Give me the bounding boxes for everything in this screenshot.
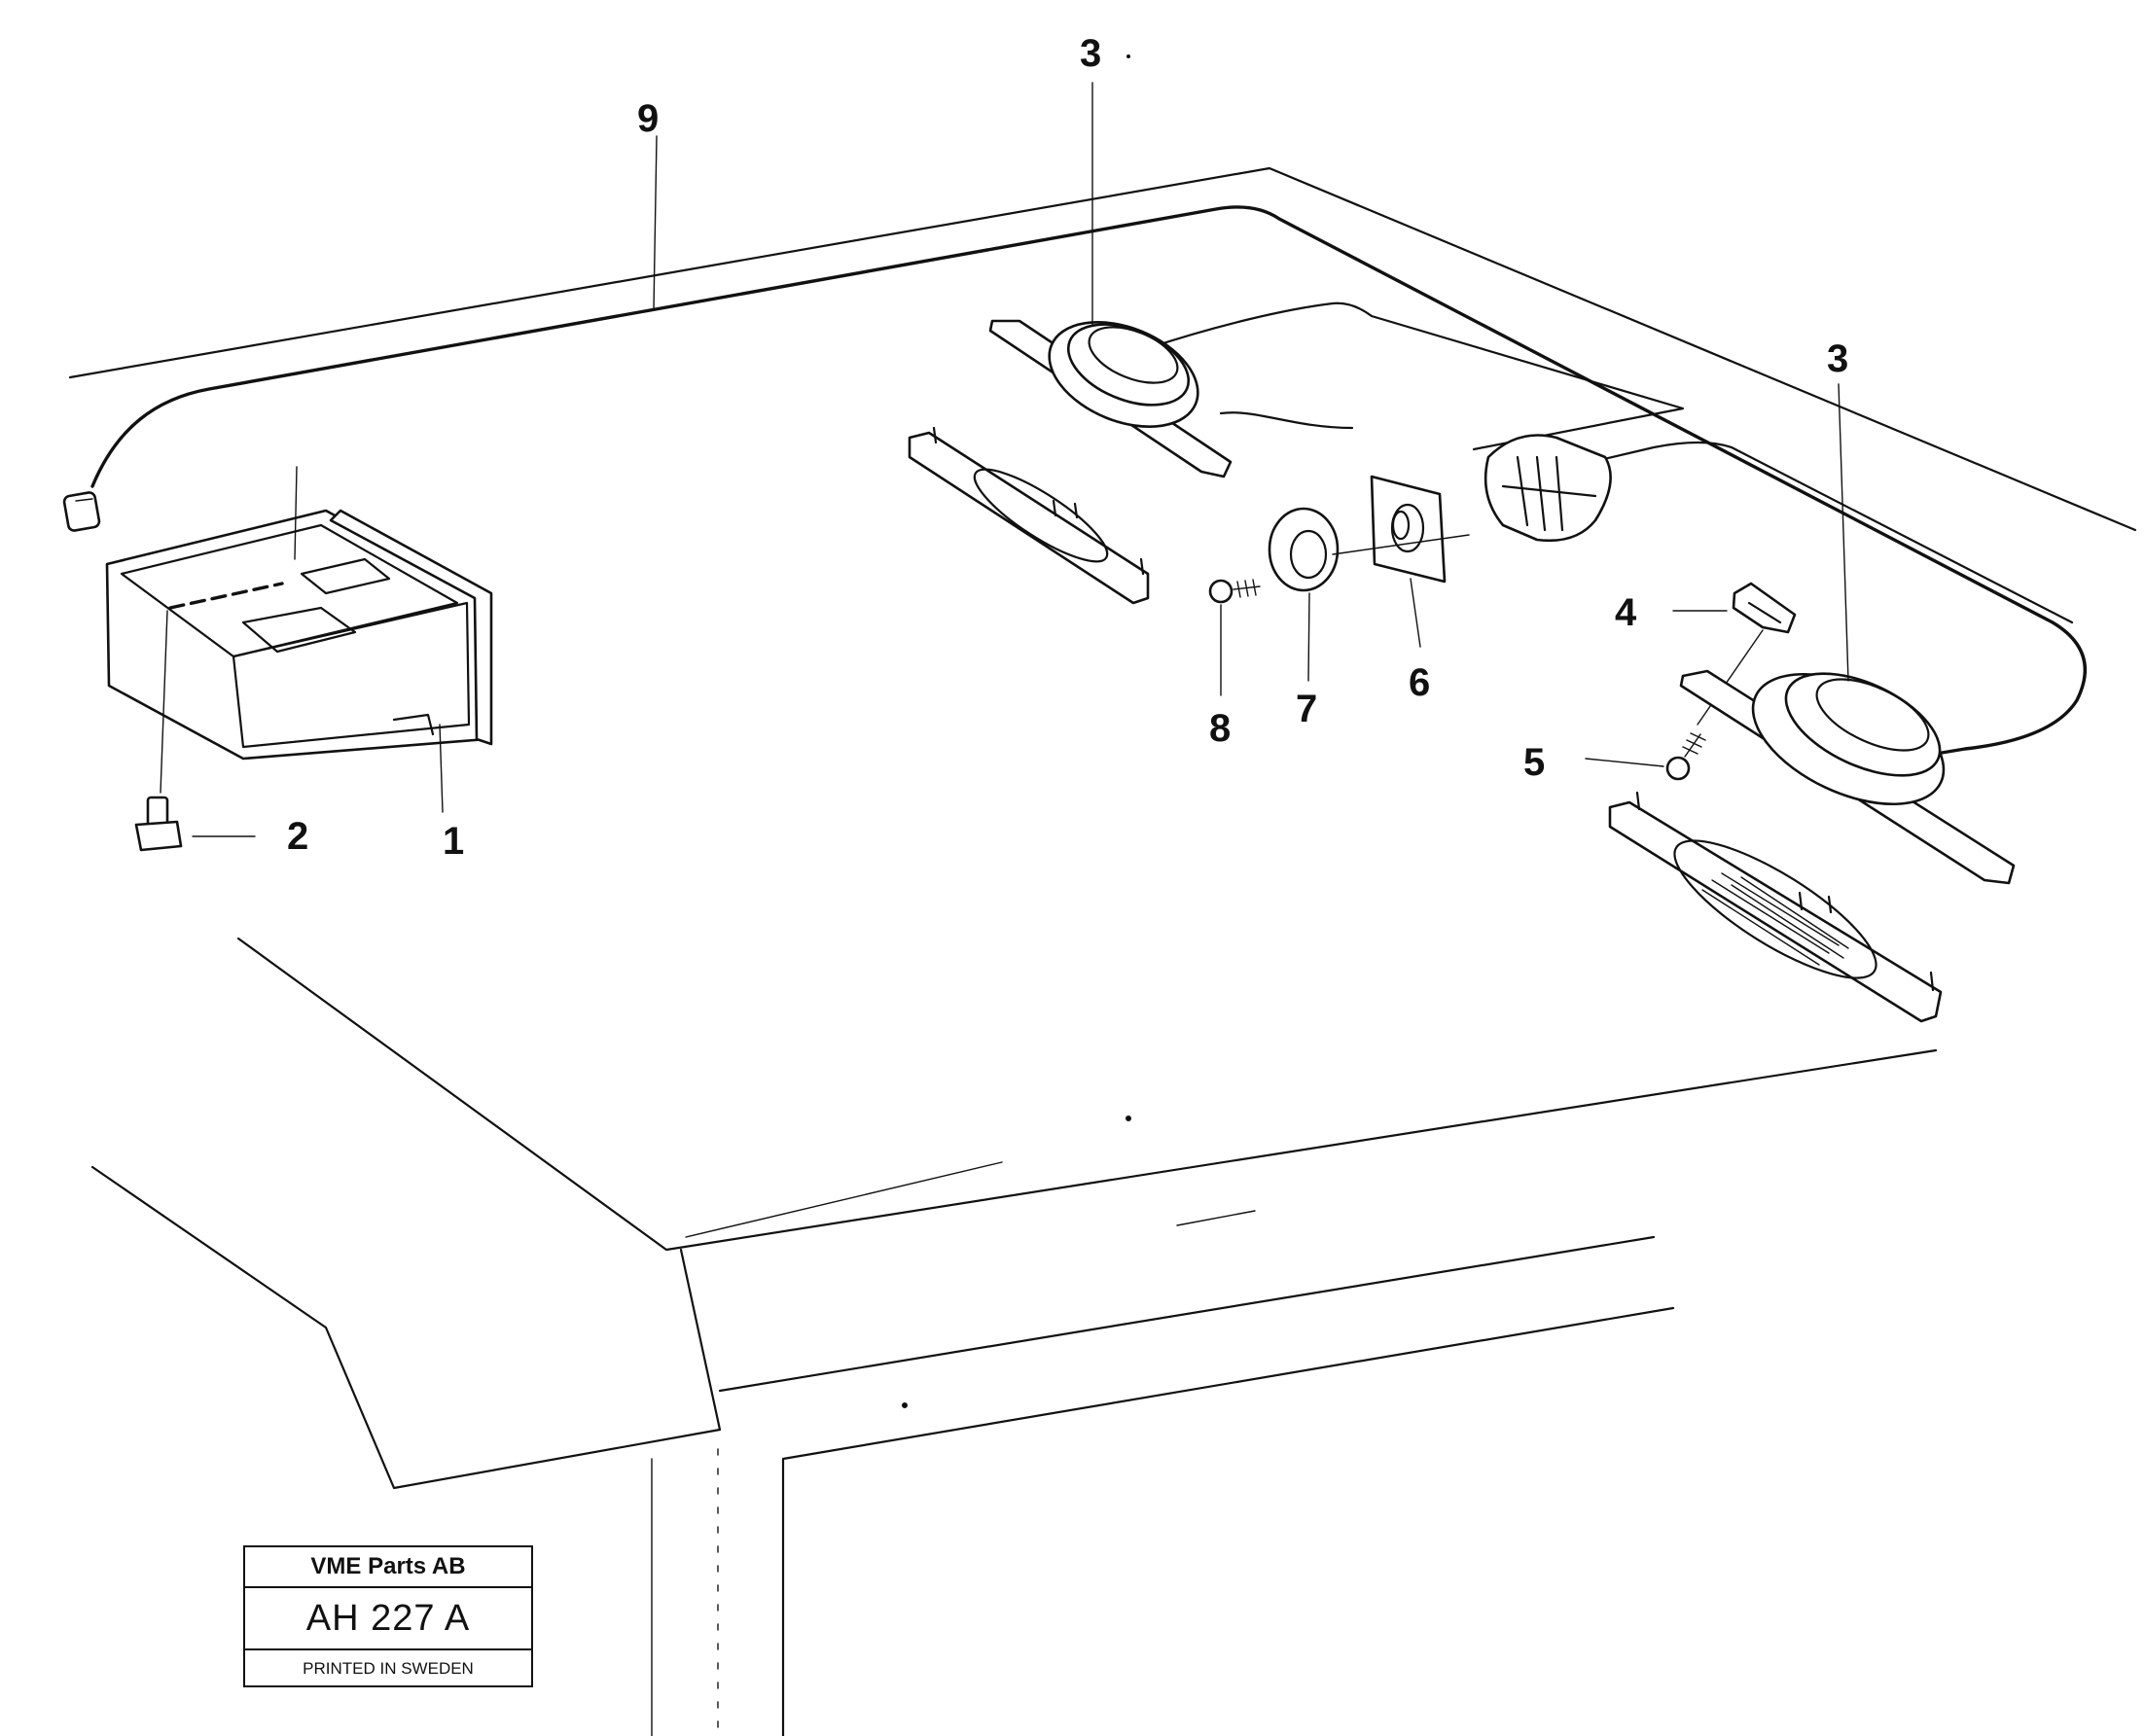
leader-lines bbox=[439, 82, 1849, 813]
stray-marks bbox=[902, 54, 1131, 1408]
harness-plug bbox=[1484, 434, 1612, 543]
speaker-grille-upper bbox=[908, 426, 1150, 605]
drawing-code: AH 227 A bbox=[245, 1588, 531, 1650]
callout-labels: 1 2 3 3 4 5 6 7 8 9 bbox=[287, 32, 1848, 863]
wiring-harness bbox=[62, 205, 2087, 756]
callout-3-lower: 3 bbox=[1827, 337, 1848, 380]
loudspeaker-lower bbox=[1679, 669, 2016, 885]
switch-assembly bbox=[1208, 475, 1470, 696]
screw-2 bbox=[134, 610, 256, 852]
radio-casing bbox=[105, 466, 493, 761]
knob-7 bbox=[1268, 507, 1340, 592]
harness-connector bbox=[62, 491, 101, 532]
callout-9: 9 bbox=[637, 97, 659, 140]
callout-8: 8 bbox=[1209, 707, 1231, 750]
callout-7: 7 bbox=[1296, 688, 1317, 730]
screw-5 bbox=[1585, 732, 1706, 781]
callout-2: 2 bbox=[287, 815, 308, 858]
callout-5: 5 bbox=[1523, 741, 1545, 784]
callout-1: 1 bbox=[443, 820, 464, 863]
screw-8 bbox=[1208, 579, 1233, 604]
printed-note: PRINTED IN SWEDEN bbox=[303, 1659, 474, 1678]
callout-3-upper: 3 bbox=[1080, 32, 1101, 75]
title-block: VME Parts AB AH 227 A PRINTED IN SWEDEN bbox=[243, 1545, 533, 1687]
speaker-grille-lower bbox=[1608, 791, 1943, 1023]
company-name: VME Parts AB bbox=[245, 1547, 531, 1588]
clip-4 bbox=[1672, 582, 1797, 726]
cab-roof-outline bbox=[68, 166, 2137, 1736]
callout-4: 4 bbox=[1615, 591, 1637, 634]
callout-6: 6 bbox=[1409, 661, 1430, 704]
loudspeaker-upper bbox=[988, 319, 1233, 478]
grille-mesh bbox=[1701, 872, 1849, 966]
